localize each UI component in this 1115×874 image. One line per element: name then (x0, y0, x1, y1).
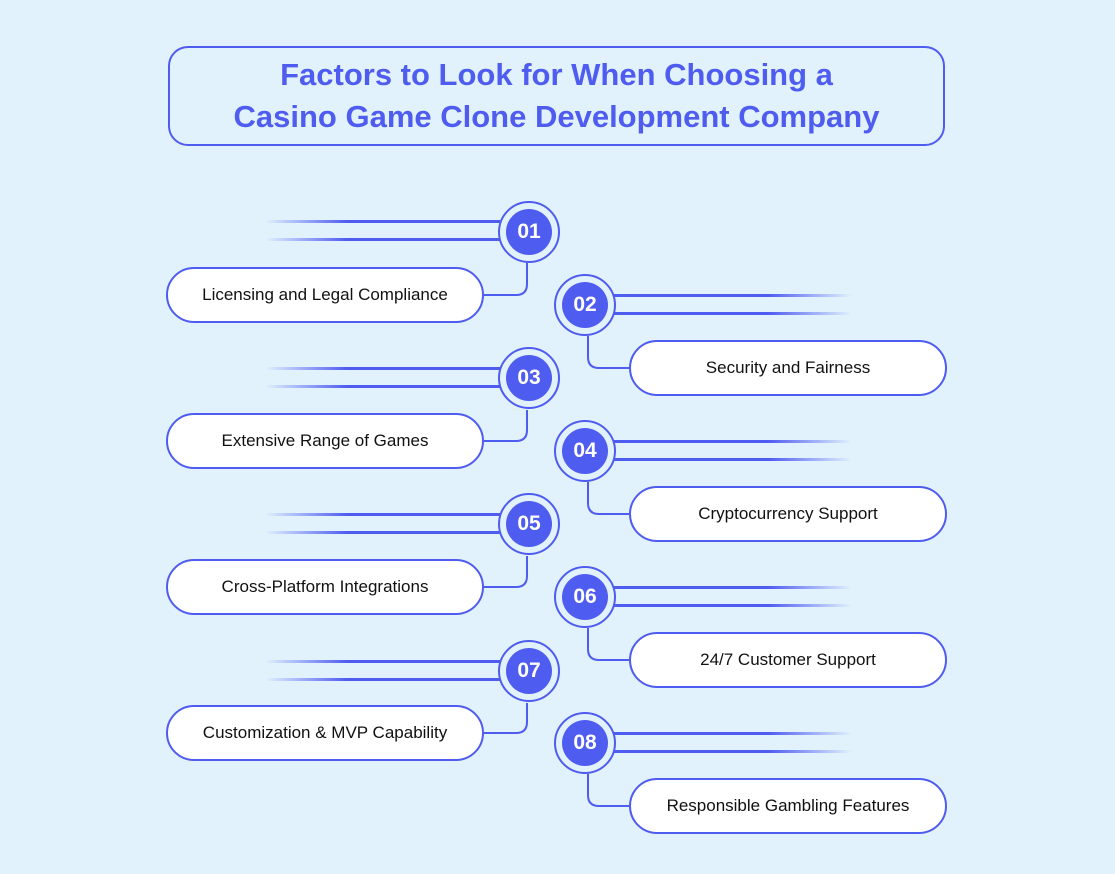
step-number-04: 04 (554, 420, 616, 482)
elbow-connector (587, 628, 629, 661)
step-number-07: 07 (498, 640, 560, 702)
speed-line (612, 458, 852, 461)
factor-security: Security and Fairness (629, 340, 947, 396)
factor-responsible-gambling: Responsible Gambling Features (629, 778, 947, 834)
title-line-1: Factors to Look for When Choosing a (280, 57, 833, 92)
title-box: Factors to Look for When Choosing a Casi… (168, 46, 945, 146)
factor-customer-support: 24/7 Customer Support (629, 632, 947, 688)
step-number-06-label: 06 (562, 574, 608, 620)
elbow-connector (484, 703, 528, 734)
speed-line (265, 220, 500, 223)
step-number-04-label: 04 (562, 428, 608, 474)
speed-line (265, 678, 500, 681)
speed-line (612, 440, 852, 443)
elbow-connector (587, 336, 629, 369)
speed-line (612, 604, 852, 607)
step-number-02-label: 02 (562, 282, 608, 328)
speed-line (265, 660, 500, 663)
elbow-connector (484, 263, 528, 296)
speed-line (265, 513, 500, 516)
elbow-connector (587, 482, 629, 515)
title-line-2: Casino Game Clone Development Company (233, 99, 880, 134)
factor-customization: Customization & MVP Capability (166, 705, 484, 761)
step-number-03: 03 (498, 347, 560, 409)
speed-line (612, 312, 852, 315)
step-number-07-label: 07 (506, 648, 552, 694)
speed-line (612, 732, 852, 735)
speed-line (612, 586, 852, 589)
speed-line (265, 238, 500, 241)
factor-game-range: Extensive Range of Games (166, 413, 484, 469)
speed-line (612, 294, 852, 297)
elbow-connector (484, 410, 528, 442)
speed-line (612, 750, 852, 753)
step-number-01-label: 01 (506, 209, 552, 255)
elbow-connector (484, 556, 528, 588)
factor-cross-platform: Cross-Platform Integrations (166, 559, 484, 615)
step-number-01: 01 (498, 201, 560, 263)
speed-line (265, 367, 500, 370)
step-number-08: 08 (554, 712, 616, 774)
elbow-connector (587, 774, 629, 807)
step-number-08-label: 08 (562, 720, 608, 766)
step-number-05-label: 05 (506, 501, 552, 547)
speed-line (265, 531, 500, 534)
factor-crypto: Cryptocurrency Support (629, 486, 947, 542)
speed-line (265, 385, 500, 388)
step-number-03-label: 03 (506, 355, 552, 401)
step-number-06: 06 (554, 566, 616, 628)
step-number-05: 05 (498, 493, 560, 555)
step-number-02: 02 (554, 274, 616, 336)
factor-licensing: Licensing and Legal Compliance (166, 267, 484, 323)
